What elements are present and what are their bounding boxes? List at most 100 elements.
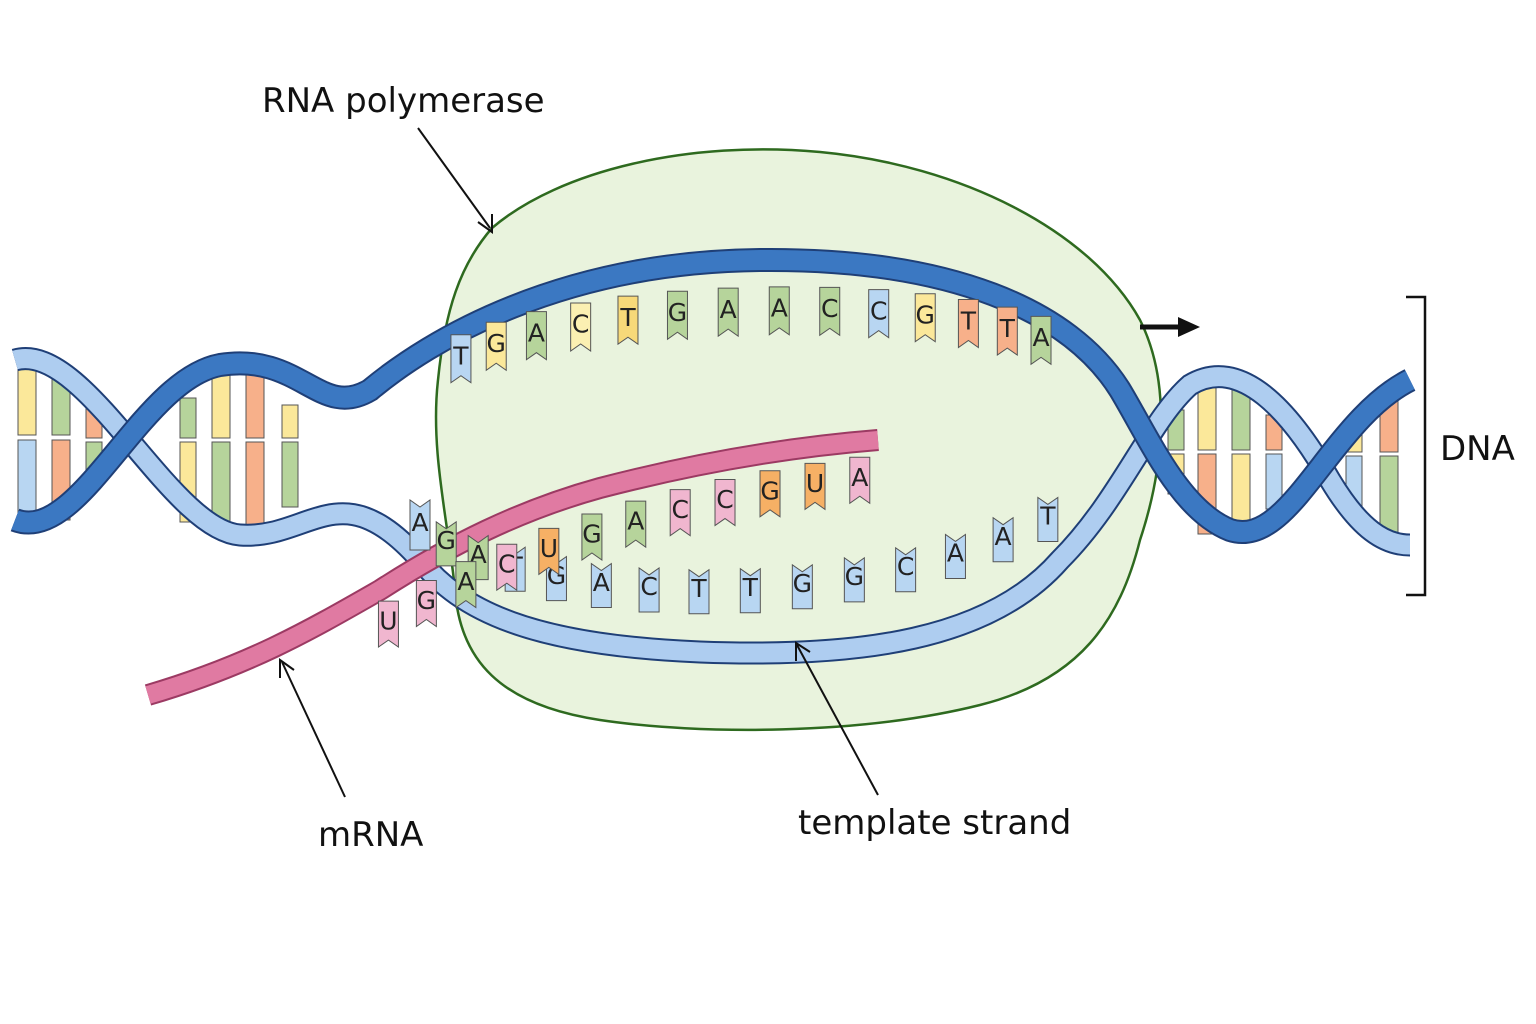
- dark-dna-strand: [10, 247, 1416, 544]
- base-letter: T: [742, 573, 759, 602]
- base-letter: U: [379, 607, 397, 636]
- base-letter: A: [995, 522, 1012, 551]
- mrna-base-tab: C: [669, 489, 691, 537]
- mrna-ribbon: [145, 431, 879, 704]
- base-letter: T: [960, 306, 977, 335]
- mrna-base-tab: U: [377, 600, 399, 649]
- mrna-leader-line: [281, 661, 346, 798]
- base-letter: G: [437, 526, 456, 555]
- base-letter: C: [572, 310, 589, 339]
- base-letter: G: [793, 569, 812, 598]
- template-base-tab: T: [1037, 496, 1059, 542]
- mrna-strand: [144, 429, 879, 706]
- mrna-base-tab: G: [415, 580, 437, 628]
- right-rung: [1197, 384, 1217, 451]
- coding-base-tab: A: [717, 287, 739, 338]
- template-base-tab: G: [791, 563, 813, 610]
- left-rung: [17, 439, 37, 521]
- dna-bracket: [1406, 295, 1427, 597]
- base-letter: G: [845, 562, 864, 591]
- coding-base-tab: C: [570, 302, 592, 352]
- mrna-label: mRNA: [318, 815, 423, 855]
- base-letter: G: [417, 586, 436, 615]
- base-letter: A: [851, 463, 868, 492]
- base-letter: C: [821, 294, 838, 323]
- direction-arrow-icon: [1140, 317, 1200, 337]
- left-rung: [245, 441, 265, 533]
- dna-label: DNA: [1440, 429, 1515, 469]
- template-base-tab: A: [409, 499, 431, 551]
- mrna-base-tab: U: [804, 462, 826, 511]
- base-letter: U: [806, 469, 824, 498]
- left-rung: [17, 364, 37, 436]
- base-letter: G: [916, 300, 935, 329]
- template-base-tab: G: [435, 520, 457, 567]
- mrna-base-tab: A: [849, 456, 871, 505]
- base-letter: C: [671, 495, 688, 524]
- base-letter: T: [619, 303, 636, 332]
- base-letter: T: [1039, 502, 1056, 531]
- coding-base-tab: T: [450, 334, 472, 384]
- base-letter: C: [897, 552, 914, 581]
- base-letter: T: [999, 314, 1016, 343]
- coding-base-tab: C: [819, 286, 841, 337]
- template-leader-line: [796, 644, 879, 796]
- right-rung: [1379, 455, 1399, 537]
- mrna-base-tab: G: [759, 470, 781, 518]
- polymerase-leader-arrowhead: [477, 214, 493, 234]
- template-base-tab: A: [590, 562, 612, 609]
- template-base-tab: T: [739, 567, 761, 614]
- base-letter: A: [720, 295, 737, 324]
- left-rung: [281, 441, 299, 508]
- base-letter: A: [771, 294, 788, 323]
- left-rung: [281, 404, 299, 439]
- base-letter: A: [457, 567, 474, 596]
- mrna-leader-arrowhead: [279, 658, 295, 678]
- base-letter: C: [498, 550, 515, 579]
- base-letter: A: [528, 318, 545, 347]
- coding-base-tab: A: [768, 286, 790, 336]
- base-letter: A: [1032, 323, 1049, 352]
- coding-base-tab: G: [914, 293, 936, 343]
- rna-polymerase-label: RNA polymerase: [262, 81, 545, 121]
- coding-base-tab: C: [868, 289, 890, 339]
- base-letter: G: [668, 298, 687, 327]
- template-base-tab: C: [638, 566, 660, 613]
- base-letter: C: [640, 572, 657, 601]
- template-base-tab: C: [895, 546, 917, 593]
- mrna-base-tab: A: [455, 561, 477, 609]
- base-letter: T: [452, 341, 469, 370]
- mrna-base-tab: G: [581, 513, 603, 561]
- coding-base-tab: A: [525, 311, 547, 361]
- base-letter: T: [690, 574, 707, 603]
- base-letter: C: [716, 485, 733, 514]
- base-letter: A: [947, 539, 964, 568]
- base-letter: A: [627, 507, 644, 536]
- light-strand-left-fill: [12, 349, 1411, 663]
- template-base-tab: T: [688, 568, 710, 615]
- coding-base-tab: T: [957, 299, 979, 349]
- template-leader-arrowhead: [795, 641, 811, 661]
- left-rung: [179, 397, 197, 439]
- mrna-base-tab: A: [625, 500, 647, 549]
- template-base-tab: G: [843, 556, 865, 603]
- template-base-tab: A: [944, 533, 966, 579]
- polymerase-leader-line: [417, 127, 491, 229]
- mrna-base-tab: C: [496, 543, 518, 592]
- base-letter: G: [582, 520, 601, 549]
- light-dna-strand: [11, 347, 1411, 665]
- coding-base-tab: T: [617, 295, 639, 346]
- coding-base-tab: T: [996, 306, 1018, 357]
- leader-lines: [279, 127, 879, 798]
- coding-base-tab: G: [666, 290, 688, 341]
- base-letter: C: [870, 296, 887, 325]
- base-letter: G: [487, 329, 506, 358]
- coding-base-tab: A: [1030, 315, 1052, 366]
- mrna-base-tab: C: [714, 479, 736, 527]
- coding-base-tab: G: [485, 321, 507, 372]
- base-letter: U: [540, 534, 558, 563]
- base-letter: A: [593, 568, 610, 597]
